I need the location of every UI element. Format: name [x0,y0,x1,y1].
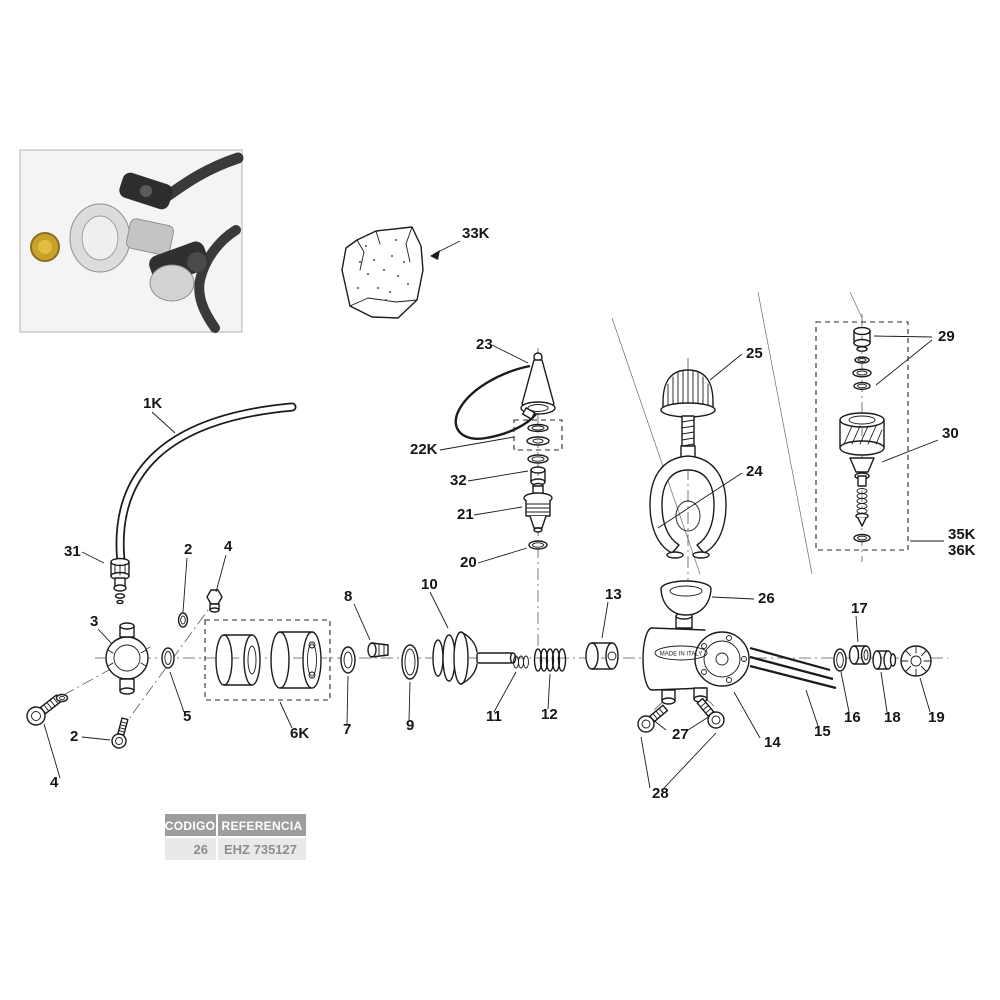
callout-4-lower: 4 [50,774,59,791]
callout-21: 21 [457,506,474,523]
knob-25 [660,369,716,456]
valve-seat-21 [523,482,553,533]
clip-11 [513,655,529,669]
oring-2-upper [177,612,189,628]
callout-4-upper: 4 [224,538,233,555]
yoke-24 [649,445,727,559]
oring-30-bottom [853,533,871,543]
screw-8 [367,642,389,658]
callout-2-upper: 2 [184,541,192,558]
cone-23 [454,352,556,440]
reference-table: CODIGO REFERENCIA 26 EHZ 735127 [165,814,306,860]
filter-30 [839,412,885,456]
body-marking-text: MADE IN ITALY [660,652,702,658]
callout-24: 24 [746,463,763,480]
kit-22k-orings [526,423,550,446]
washer-below-22k [527,454,549,464]
callout-23: 23 [476,336,493,353]
table-header-codigo-bg [165,814,216,836]
part-6k-cap [270,631,322,689]
spring-12 [533,648,567,672]
oring-5 [161,647,175,669]
callout-32: 32 [450,472,467,489]
hose-fitting-31 [110,557,130,605]
callout-35k: 35K [948,526,976,543]
table-header-referencia-bg [218,814,306,836]
bushing-13 [585,642,619,670]
table-cell-referencia-bg [218,838,306,860]
bushing-18 [872,650,897,670]
table-codigo-label: CODIGO [165,819,215,833]
callout-5: 5 [183,708,191,725]
part-6k-sleeve [215,634,261,686]
callout-8: 8 [344,588,352,605]
callout-26: 26 [758,590,775,607]
oring-16 [833,648,847,672]
part-3-swivel-cap [105,622,149,695]
plug-29 [853,326,871,352]
callout-28: 28 [652,785,669,802]
piston-17 [848,645,872,665]
piston-10 [432,631,517,685]
screw-4-lower [26,694,63,726]
callout-3: 3 [90,613,98,630]
rods-15 [749,646,837,690]
callout-22k: 22K [410,441,438,458]
callout-30: 30 [942,425,959,442]
callout-13: 13 [605,586,622,603]
callout-17: 17 [851,600,868,617]
table-referencia-value: EHZ 735127 [224,842,297,857]
oring-29c [853,381,871,391]
callout-6k: 6K [290,725,309,742]
callout-20: 20 [460,554,477,571]
cone-seat-30 [849,457,875,473]
callout-7: 7 [343,721,351,738]
dust-cap-26 [660,580,712,616]
screw-27-left [637,704,669,733]
oring-20 [528,540,548,550]
washer-7 [340,646,356,674]
callout-9: 9 [406,717,414,734]
kit-35k-36k-box [815,321,909,551]
callout-31: 31 [64,543,81,560]
callout-36k: 36K [948,542,976,559]
callout-15: 15 [814,723,831,740]
callout-16: 16 [844,709,861,726]
washer-29b [852,368,872,378]
table-referencia-label: REFERENCIA [221,819,302,833]
endcap-19 [900,645,932,677]
callout-14: 14 [764,734,781,751]
leader-lines [43,240,944,789]
hose-1k [115,402,297,567]
spares-bag [341,226,424,319]
callout-25: 25 [746,345,763,362]
oring-9 [401,644,419,680]
callout-18: 18 [884,709,901,726]
callout-29: 29 [938,328,955,345]
callout-27: 27 [672,726,689,743]
callout-19: 19 [928,709,945,726]
kit-6k-box [204,619,331,701]
valve-core-30 [854,472,870,527]
washer-small [55,693,69,703]
body-14: MADE IN ITALY [642,612,750,705]
kit-22k-box [513,419,563,451]
table-cell-codigo-bg [165,838,216,860]
inset-product-photo [19,149,244,333]
callout-1k: 1K [143,395,162,412]
screw-2-lower [111,717,129,749]
nut-4-upper [206,589,223,613]
callout-11: 11 [486,708,502,725]
callout-33k: 33K [462,225,490,242]
callout-10: 10 [421,576,438,593]
callout-12: 12 [541,706,558,723]
table-codigo-value: 26 [194,842,208,857]
screw-27-right [696,697,725,729]
oring-29a [854,356,870,364]
callout-labels: 33K 23 25 29 1K 22K 32 30 24 21 31 2 4 2… [50,225,976,802]
callout-2-lower: 2 [70,728,78,745]
